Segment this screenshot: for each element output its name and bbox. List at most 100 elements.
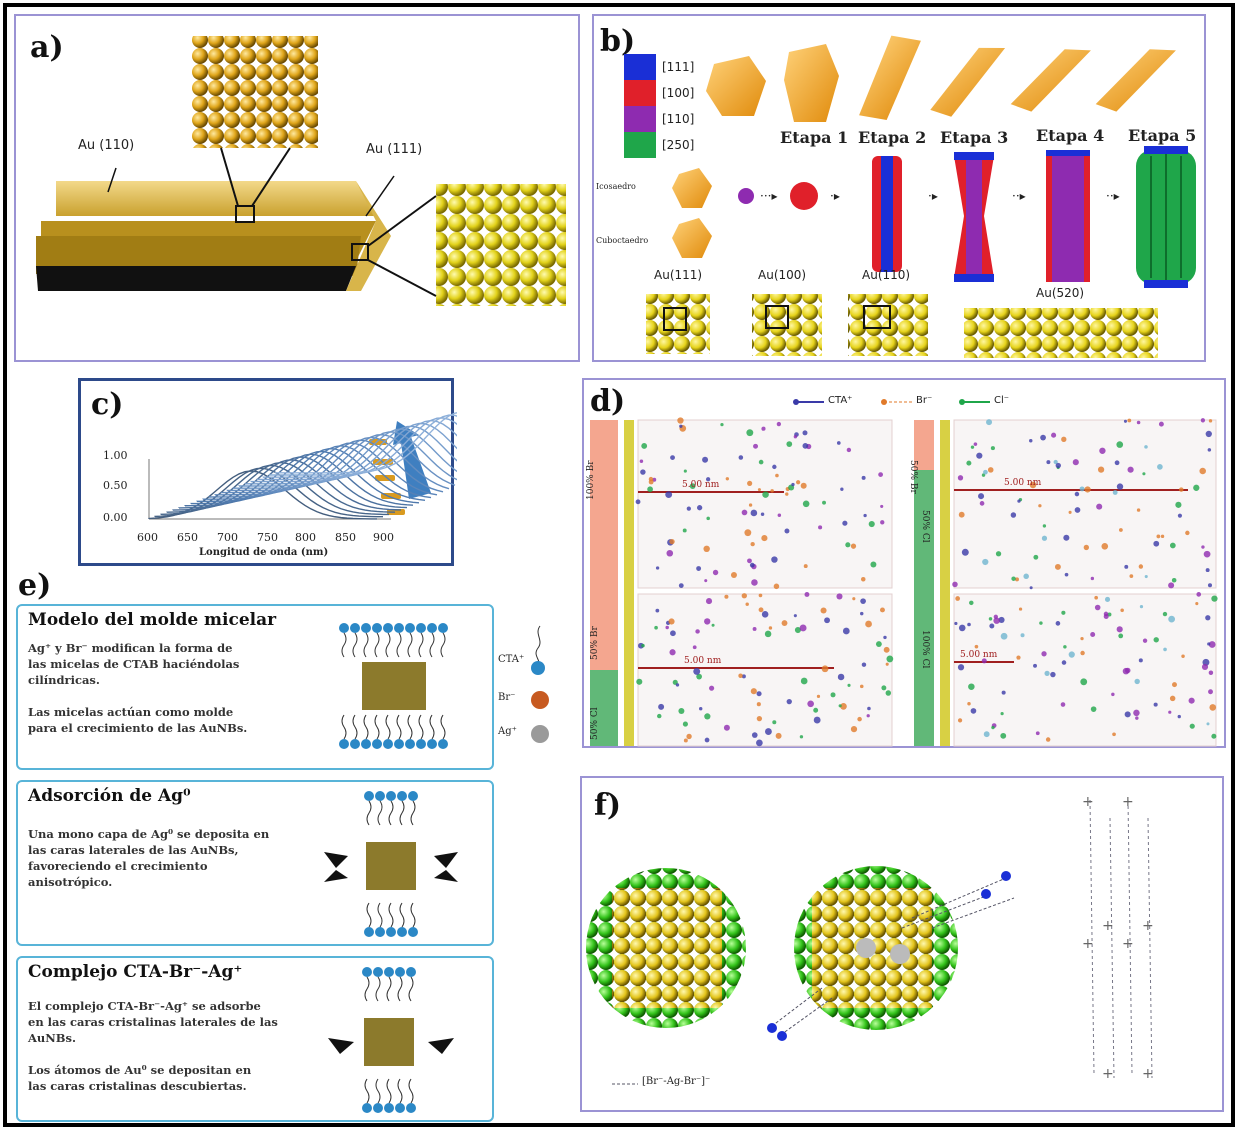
molecule-dot bbox=[647, 486, 653, 493]
spectrum-curve bbox=[172, 459, 402, 511]
micelle-template-illustration bbox=[339, 623, 448, 749]
molecule-dot bbox=[866, 714, 870, 718]
legend-111: [111] bbox=[662, 60, 695, 74]
molecule-dot bbox=[760, 512, 765, 516]
svg-text:+: + bbox=[1122, 794, 1134, 810]
molecule-dot bbox=[1015, 577, 1019, 582]
surface-110-label: Au(110) bbox=[862, 268, 911, 282]
molecule-dot bbox=[1199, 467, 1206, 475]
molecule-dot bbox=[764, 630, 772, 638]
molecule-dot bbox=[973, 442, 978, 446]
seed-icosahedron-label: Icosaedro bbox=[596, 182, 636, 191]
molecule-dot bbox=[988, 617, 993, 621]
molecule-dot bbox=[961, 548, 969, 556]
molecule-dot bbox=[850, 543, 857, 549]
legend-cta: CTA⁺ bbox=[828, 395, 853, 406]
molecule-dot bbox=[836, 441, 841, 445]
molecule-dot bbox=[954, 621, 958, 626]
molecule-dot bbox=[847, 683, 851, 687]
molecule-dot bbox=[1029, 586, 1033, 590]
molecule-dot bbox=[958, 624, 966, 632]
molecule-dot bbox=[670, 455, 675, 461]
molecule-dot bbox=[741, 509, 748, 516]
surfactant-tail bbox=[377, 800, 383, 826]
side-label-50br-top: 50% Br bbox=[908, 460, 918, 494]
molecule-dot bbox=[705, 477, 711, 482]
molecule-dot bbox=[747, 558, 752, 564]
face-110-label: Au (110) bbox=[78, 138, 135, 153]
surfactant-tail bbox=[366, 902, 372, 928]
molecule-dot bbox=[775, 473, 779, 478]
molecule-dot bbox=[720, 423, 724, 427]
molecule-dot bbox=[761, 534, 768, 542]
molecule-dot bbox=[1116, 626, 1123, 633]
molecule-dot bbox=[850, 725, 858, 733]
panel-c-label: c) bbox=[91, 387, 124, 422]
molecule-dot bbox=[981, 658, 987, 664]
molecule-dot bbox=[857, 716, 862, 722]
molecule-dot bbox=[648, 476, 654, 482]
spectrum-curve bbox=[184, 453, 414, 507]
molecule-dot bbox=[1207, 583, 1213, 588]
molecule-dot bbox=[1029, 439, 1033, 443]
svg-text:+: + bbox=[1122, 936, 1134, 952]
surfactant-head bbox=[383, 623, 393, 633]
molecule-dot bbox=[1129, 574, 1134, 579]
molecule-dot bbox=[1153, 540, 1160, 547]
molecule-dot bbox=[1177, 714, 1181, 719]
surfactant-head bbox=[373, 1103, 383, 1113]
xtick-650: 650 bbox=[177, 531, 198, 544]
surfactant-tail bbox=[388, 800, 394, 826]
molecule-dot bbox=[987, 467, 994, 473]
molecule-dot bbox=[1138, 564, 1144, 569]
surfactant-tail bbox=[386, 1078, 392, 1104]
molecule-dot bbox=[772, 464, 777, 470]
molecule-dot bbox=[657, 713, 662, 719]
molecule-dot bbox=[1011, 576, 1016, 581]
e-legend-cta: CTA⁺ bbox=[498, 654, 525, 665]
molecule-dot bbox=[878, 472, 883, 477]
molecule-dot bbox=[741, 593, 747, 599]
molecule-dot bbox=[665, 625, 669, 630]
surfactant-tail bbox=[408, 976, 414, 1002]
molecule-dot bbox=[1041, 651, 1047, 657]
molecule-dot bbox=[641, 643, 645, 648]
molecule-dot bbox=[1134, 678, 1140, 685]
molecule-dot bbox=[1097, 466, 1105, 473]
ytick-1: 1.00 bbox=[103, 449, 128, 462]
e-legend-br: Br⁻ bbox=[498, 692, 516, 703]
surfactant-head bbox=[386, 791, 396, 801]
panel-c: c) 1.00 0.50 0.00 600 650 700 750 800 85… bbox=[78, 378, 457, 566]
molecule-dot bbox=[802, 443, 809, 449]
surfactant-head bbox=[408, 927, 418, 937]
molecule-dot bbox=[756, 715, 763, 722]
molecule-dot bbox=[704, 618, 711, 625]
surfactant-tail bbox=[375, 976, 381, 1002]
molecule-dot bbox=[859, 684, 864, 689]
molecule-dot bbox=[1046, 460, 1051, 465]
legend-cl: Cl⁻ bbox=[994, 395, 1010, 406]
molecule-dot bbox=[1124, 564, 1129, 569]
legend-br: Br⁻ bbox=[916, 395, 933, 406]
surfactant-tail bbox=[366, 800, 372, 826]
surfactant-tail bbox=[341, 714, 347, 740]
molecule-dot bbox=[758, 459, 764, 465]
molecule-dot bbox=[1061, 660, 1067, 665]
surfactant-head bbox=[373, 967, 383, 977]
surfactant-tail bbox=[352, 632, 358, 658]
molecule-dot bbox=[883, 646, 890, 653]
surfactant-head bbox=[362, 967, 372, 977]
molecule-dot bbox=[695, 629, 700, 634]
molecule-dot bbox=[679, 424, 683, 428]
molecule-dot bbox=[1169, 542, 1176, 549]
surfactant-head bbox=[427, 739, 437, 749]
molecule-dot bbox=[704, 737, 710, 743]
molecule-dot bbox=[836, 593, 843, 600]
molecule-dot bbox=[1010, 512, 1017, 518]
molecule-dot bbox=[669, 649, 676, 656]
molecule-dot bbox=[1074, 507, 1081, 513]
surfactant-tail bbox=[440, 632, 446, 658]
surfactant-tail bbox=[429, 714, 435, 740]
molecule-dot bbox=[751, 732, 758, 738]
molecule-dot bbox=[1127, 418, 1132, 423]
